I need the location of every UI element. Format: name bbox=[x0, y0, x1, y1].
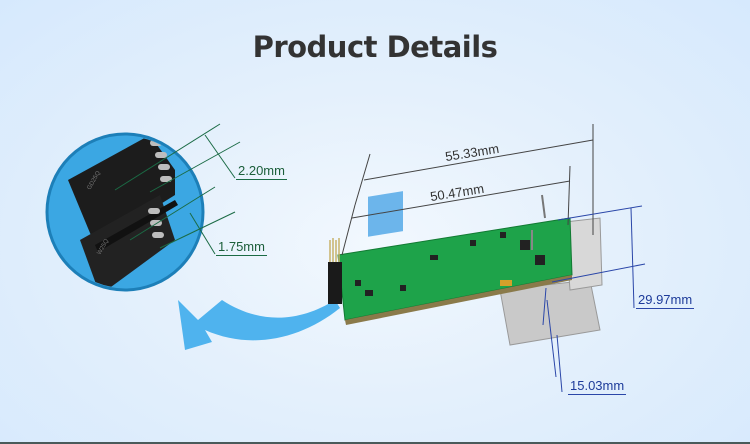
bottom-divider bbox=[0, 442, 750, 444]
rj45-connector bbox=[499, 217, 603, 346]
module-callout-lines bbox=[542, 205, 646, 393]
length-dimension-lines bbox=[341, 124, 594, 256]
dimension-label-connector-height: 15.03mm bbox=[568, 378, 627, 395]
chip-closeup-image: GD25Q W25Q bbox=[68, 136, 178, 288]
pin-header bbox=[328, 194, 546, 304]
dimension-label-chip-top: 2.20mm bbox=[236, 163, 287, 180]
dimension-label-chip-bottom: 1.75mm bbox=[216, 239, 267, 256]
chip-callout-lines bbox=[114, 123, 241, 255]
curved-arrow bbox=[178, 300, 340, 350]
page-title: Product Details bbox=[252, 30, 498, 64]
magnifier: GD25Q W25Q bbox=[45, 132, 205, 292]
dimension-label-module-height: 29.97mm bbox=[636, 292, 695, 309]
pcb-board bbox=[337, 191, 573, 325]
